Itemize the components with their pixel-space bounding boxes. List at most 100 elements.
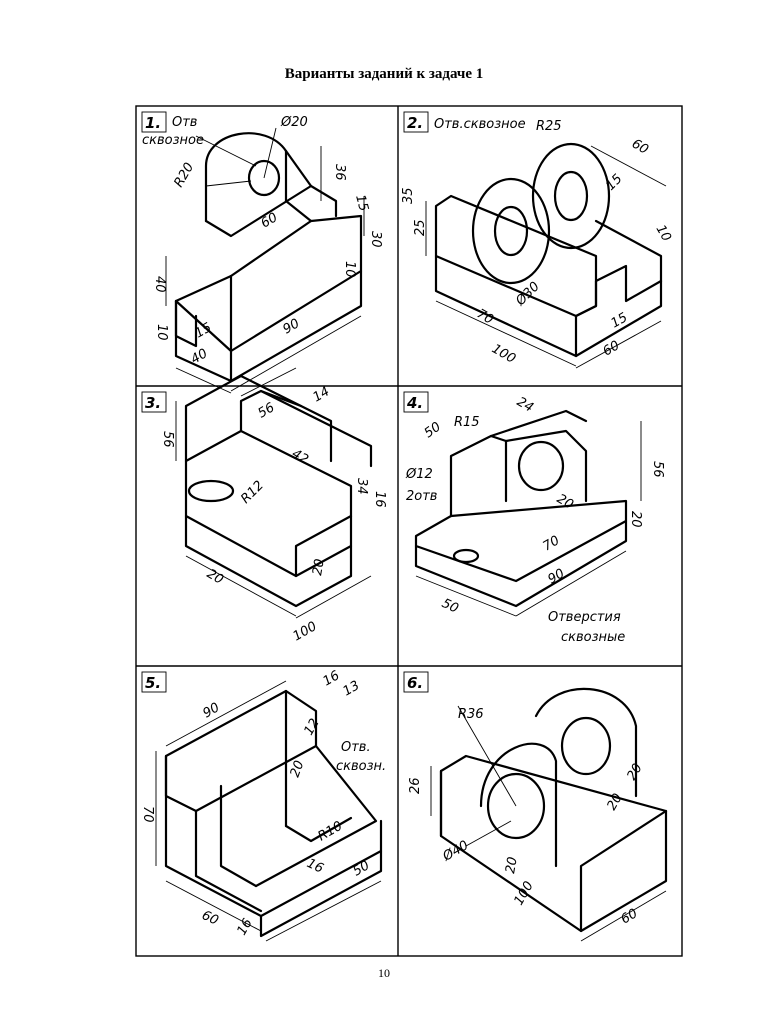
variant-1-dim-6: 60 [259, 210, 281, 231]
variant-3-dim-8: 20 [204, 566, 226, 587]
variant-1-dim-7: 40 [152, 276, 167, 293]
variant-3-dim-4: 42 [289, 446, 311, 467]
variant-5-dim-4: 12 [301, 716, 322, 738]
variant-2-dimensions [425, 145, 667, 369]
variant-3-label-box [141, 391, 167, 413]
variant-6-dim-2: 26 [408, 777, 423, 794]
grid-frame [135, 105, 683, 957]
variant-5-dimensions [155, 680, 382, 942]
variant-4-dim-9: 50 [439, 596, 460, 617]
variant-6-label: 6. [407, 674, 423, 692]
variant-5-dim-10: 60 [199, 908, 220, 929]
variant-4-note-3: Отверстия [548, 610, 621, 625]
variant-3-dim-7: R12 [238, 478, 267, 507]
variant-3-dim-2: 14 [311, 384, 333, 405]
variant-6-dim-5: Ø40 [440, 838, 472, 865]
variant-1-dim-8: 10 [342, 261, 357, 278]
variant-2-dim-3: 25 [413, 219, 428, 236]
variant-6-dimensions [430, 705, 667, 942]
variant-1-dim-3: 36 [332, 164, 347, 181]
variant-5-cell: 5. 90 16 13 12 20 70 R10 16 50 60 16 Отв… [140, 668, 386, 942]
variant-3-dim-6: 16 [372, 491, 387, 508]
variant-4-part-drawing [414, 409, 628, 608]
variant-3-label: 3. [145, 394, 161, 412]
variant-4-note-1: Ø12 [405, 467, 433, 482]
variant-2-note-2: R25 [536, 119, 562, 134]
variant-1-dim-12: 90 [281, 316, 303, 337]
variant-2-dim-7: 70 [474, 306, 496, 327]
variant-6-dim-3: 20 [624, 761, 645, 783]
variant-4-cell: 4. 50 24 R15 56 20 20 70 90 50 Ø12 2отв … [403, 391, 665, 645]
page-number: 10 [378, 966, 390, 980]
variant-1-dim-2: R20 [171, 160, 197, 190]
variant-6-dim-6: 20 [503, 856, 521, 875]
variant-2-dim-9: 15 [609, 310, 631, 331]
variant-4-label: 4. [406, 394, 423, 412]
variant-2-label-box [403, 111, 429, 133]
variant-1-dim-10: 15 [193, 320, 215, 341]
variant-5-dim-9: 50 [351, 858, 373, 879]
variant-3-part-drawing [184, 374, 373, 608]
variant-2-cell: 2. Отв.сквозное R25 60 35 25 15 10 Ø30 7… [401, 111, 674, 369]
variant-3-dimensions [175, 367, 372, 619]
variant-3-dim-9: 20 [310, 558, 328, 577]
variant-1-label-box [141, 111, 167, 133]
variant-4-dim-7: 70 [541, 533, 563, 554]
variant-1-dim-4: 15 [352, 193, 371, 213]
variant-5-note-2: сквозн. [336, 759, 386, 774]
variant-1-dimensions [165, 127, 365, 394]
variant-5-dim-8: 16 [304, 856, 325, 877]
variant-5-note-1: Отв. [341, 740, 371, 755]
variant-5-label-box [141, 671, 167, 693]
variant-3-cell: 3. 56 14 56 42 34 16 R12 20 20 100 [141, 367, 387, 644]
variant-6-dim-8: 60 [619, 906, 641, 927]
variant-4-dim-3: R15 [454, 415, 480, 430]
variant-2-dim-5: 10 [653, 223, 674, 245]
variant-5-dim-6: 70 [140, 806, 155, 823]
variant-2-dim-2: 35 [401, 187, 416, 204]
variant-1-dim-1: Ø20 [280, 115, 308, 130]
variant-6-label-box [403, 671, 429, 693]
variant-2-part-drawing [434, 142, 663, 358]
variant-3-dim-10: 100 [291, 619, 320, 644]
variant-5-label: 5. [145, 674, 161, 692]
variant-1-note-1: Отв [172, 115, 197, 130]
variants-sheet: 1. Отв сквозное Ø20 R20 36 15 30 [135, 105, 683, 957]
variant-4-dim-4: 56 [650, 461, 665, 478]
variant-2-dim-8: 100 [489, 341, 518, 366]
variant-6-dim-4: 20 [604, 791, 625, 813]
variants-grid: 1. Отв сквозное Ø20 R20 36 15 30 [135, 105, 683, 957]
variant-4-dim-2: 24 [514, 394, 536, 415]
variant-3-dim-5: 34 [354, 478, 369, 495]
variant-5-dim-1: 90 [201, 700, 223, 721]
variant-5-part-drawing [164, 689, 383, 938]
variant-4-dim-6: 20 [628, 511, 643, 528]
variant-4-label-box [403, 391, 429, 413]
variant-1-cell: 1. Отв сквозное Ø20 R20 36 15 30 [141, 111, 383, 394]
variant-6-dim-1: R36 [458, 707, 484, 722]
variant-4-note-2: 2отв [406, 489, 437, 504]
variant-4-dim-5: 20 [554, 491, 576, 512]
variant-4-dim-8: 90 [546, 566, 568, 587]
variant-2-dim-10: 60 [601, 338, 623, 359]
variant-6-part-drawing [439, 687, 668, 933]
variant-1-dim-5: 30 [368, 231, 383, 248]
variant-5-dim-3: 13 [341, 678, 363, 699]
page-title: Варианты заданий к задаче 1 [284, 66, 484, 82]
variant-1-note-2: сквозное [142, 133, 204, 148]
variant-4-note-4: сквозные [561, 630, 625, 645]
variant-6-cell: 6. R36 26 20 20 Ø40 20 100 60 [403, 671, 668, 942]
variant-3-dim-3: 56 [160, 431, 175, 448]
variant-1-label: 1. [145, 114, 161, 132]
variant-1-dim-9: 10 [154, 324, 169, 341]
variant-2-note-1: Отв.сквозное [434, 117, 526, 132]
variant-3-dim-1: 56 [256, 400, 278, 421]
variant-4-dimensions [415, 421, 642, 617]
variant-5-dim-5: 20 [288, 759, 308, 780]
variant-1-dim-11: 40 [189, 346, 211, 367]
variant-5-dim-11: 16 [234, 916, 255, 938]
variant-6-dim-7: 100 [511, 879, 536, 908]
variant-4-dim-1: 50 [422, 419, 444, 441]
variant-2-label: 2. [407, 114, 423, 132]
variant-2-dim-6: Ø30 [513, 279, 543, 309]
